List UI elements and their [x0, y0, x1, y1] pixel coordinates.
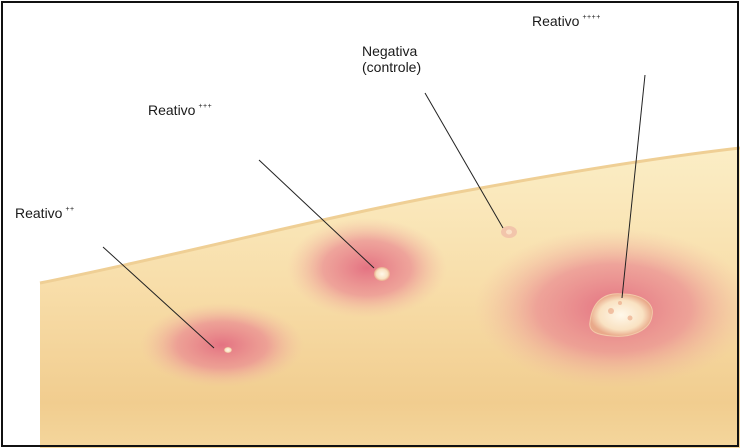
label-reativo-4-grade: ++++ — [582, 14, 600, 21]
label-reativo-3-text: Reativo — [148, 102, 195, 118]
label-reativo-2: Reativo++ — [15, 202, 75, 222]
label-reativo-3-grade: +++ — [198, 103, 212, 110]
label-reativo-4-text: Reativo — [532, 13, 579, 29]
label-negativa: Negativa (controle) — [362, 43, 421, 75]
label-reativo-2-grade: ++ — [65, 206, 74, 213]
reaction-site-reativo-3 — [287, 218, 447, 318]
reaction-site-reativo-2 — [140, 303, 304, 387]
label-negativa-line2: (controle) — [362, 59, 421, 75]
label-negativa-line1: Negativa — [362, 43, 421, 59]
reaction-site-negativa — [501, 226, 517, 238]
label-reativo-2-text: Reativo — [15, 205, 62, 221]
label-reativo-4: Reativo++++ — [532, 10, 601, 30]
label-reativo-3: Reativo+++ — [148, 99, 212, 119]
